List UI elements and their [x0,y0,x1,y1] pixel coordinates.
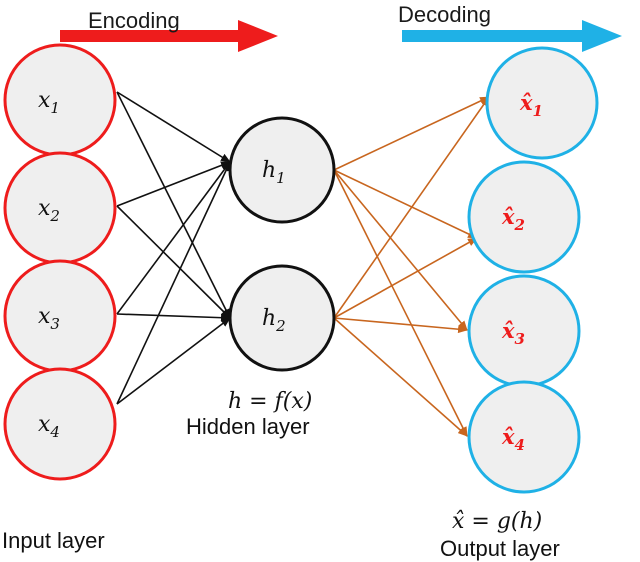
input-node-1: x1 [3,43,117,157]
output-node-label: x̂4 [501,424,525,454]
output-node-label: x̂2 [501,204,525,234]
encoding-banner-label: Encoding [88,8,180,33]
input-node-label: x3 [38,304,60,333]
hidden-layer-caption: Hidden layer [186,414,310,439]
output-layer-caption: Output layer [440,536,560,561]
input-node-circle [3,43,117,157]
output-node-2: x̂2 [467,160,581,274]
input-node-circle [3,367,117,481]
hidden-node-label: h1 [262,158,286,187]
input-node-3: x3 [3,259,117,373]
encoder-edge [116,91,231,319]
encoder-edge [116,161,231,207]
decoder-edge [333,237,478,319]
encoder-edges [116,91,231,405]
encoder-edge [116,161,231,315]
output-node-1: x̂1 [485,46,599,160]
input-layer: x1 x2 x3 x4 [3,43,117,481]
encoding-banner-head [238,20,278,52]
output-node-label: x̂3 [501,318,525,348]
encoder-edge [116,205,231,319]
hidden-node-label: h2 [262,306,286,335]
decoder-edge [333,317,468,437]
hidden-node-1: h1 [228,116,336,224]
output-node-3: x̂3 [467,274,581,388]
decoder-edges [333,96,490,437]
decoder-edge [333,169,468,331]
decoding-banner: Decoding [398,2,622,52]
input-node-label: x2 [38,196,60,225]
decoder-edge [333,96,490,319]
output-formula: x̂ = g(h) [452,509,542,534]
input-layer-caption: Input layer [2,528,105,553]
output-node-label: x̂1 [519,90,543,120]
encoder-edge [116,161,231,405]
encoding-banner: Encoding [60,8,278,52]
input-node-circle [3,259,117,373]
encoder-edge [116,91,231,163]
input-node-label: x1 [38,88,60,117]
decoding-banner-head [582,20,622,52]
decoding-banner-label: Decoding [398,2,491,27]
encoder-edge [116,317,231,405]
hidden-formula: h = f(x) [228,389,312,414]
hidden-node-circle [228,116,336,224]
hidden-layer: h1 h2 [228,116,336,372]
input-node-label: x4 [38,412,60,441]
output-node-circle [485,46,599,160]
decoder-edge [333,317,468,334]
input-node-circle [3,151,117,265]
output-node-circle [467,380,581,494]
output-node-circle [467,160,581,274]
input-node-4: x4 [3,367,117,481]
decoder-edge [333,169,468,437]
output-node-4: x̂4 [467,380,581,494]
decoder-edge [333,169,478,239]
hidden-node-2: h2 [228,264,336,372]
decoder-edge [333,96,490,171]
encoder-edge [116,313,231,322]
hidden-node-circle [228,264,336,372]
input-node-2: x2 [3,151,117,265]
output-layer: x̂1 x̂2 x̂3 x̂4 [467,46,599,494]
